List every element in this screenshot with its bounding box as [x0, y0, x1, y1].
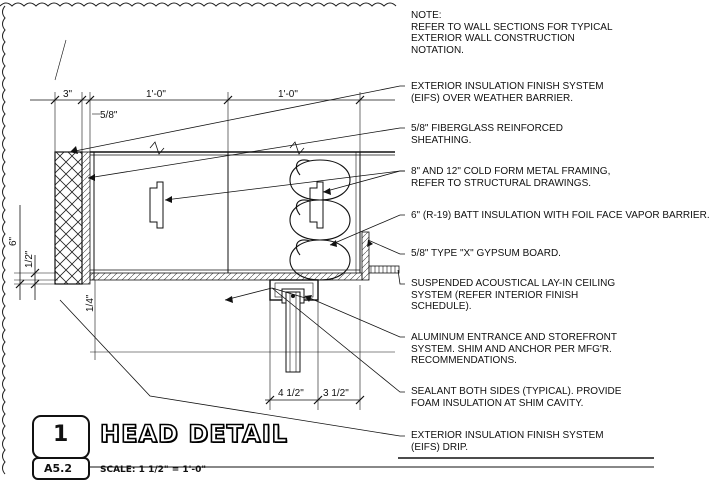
dim-sheathing: 5/8" — [100, 110, 118, 121]
storefront-mullion — [285, 291, 301, 373]
revision-cloud-left — [2, 5, 6, 475]
dim-frame-1: 4 1/2" — [278, 388, 304, 399]
dim-framing-2: 1'-0" — [278, 89, 298, 100]
sheet-number-box — [32, 457, 90, 480]
note-storefront: ALUMINUM ENTRANCE AND STOREFRONT SYSTEM.… — [411, 332, 617, 366]
detail-number: 1 — [53, 422, 69, 447]
sheet-number: A5.2 — [44, 462, 72, 475]
batt-insulation — [289, 159, 351, 281]
dim-vertical-half: 1/2" — [24, 250, 35, 268]
dim-frame-2: 3 1/2" — [323, 388, 349, 399]
note-eifs: EXTERIOR INSULATION FINISH SYSTEM (EIFS)… — [411, 81, 604, 104]
dim-vertical-6: 6" — [8, 236, 19, 246]
detail-title: HEAD DETAIL — [99, 419, 288, 449]
scale-label: SCALE: 1 1/2" = 1'-0" — [100, 465, 207, 475]
sheathing — [81, 151, 91, 285]
gypsum-board — [89, 272, 363, 281]
note-sheathing: 5/8" FIBERGLASS REINFORCED SHEATHING. — [411, 123, 563, 146]
note-framing: 8" AND 12" COLD FORM METAL FRAMING, REFE… — [411, 166, 611, 189]
stud-2 — [309, 181, 324, 229]
note-drip: EXTERIOR INSULATION FINISH SYSTEM (EIFS)… — [411, 430, 604, 453]
note-ceiling: SUSPENDED ACOUSTICAL LAY-IN CEILING SYST… — [411, 278, 616, 312]
leader-lines — [59, 85, 405, 437]
eifs-insulation — [54, 151, 83, 285]
revision-cloud-top — [0, 2, 397, 7]
dim-framing-1: 1'-0" — [146, 89, 166, 100]
note-gypsum: 5/8" TYPE "X" GYPSUM BOARD. — [411, 248, 561, 259]
gypsum-board-return — [361, 231, 370, 281]
dim-eifs: 3" — [63, 89, 73, 100]
note-general: NOTE: REFER TO WALL SECTIONS FOR TYPICAL… — [411, 10, 613, 56]
stud-1 — [149, 181, 164, 229]
note-sealant: SEALANT BOTH SIDES (TYPICAL). PROVIDE FO… — [411, 386, 622, 409]
detail-drawing: 3" 5/8" 1'-0" 1'-0" 6" 1/2" 1/4" 4 1/2" … — [0, 2, 654, 480]
note-batt: 6" (R-19) BATT INSULATION WITH FOIL FACE… — [411, 210, 710, 221]
dim-vertical-quarter: 1/4" — [85, 294, 96, 312]
